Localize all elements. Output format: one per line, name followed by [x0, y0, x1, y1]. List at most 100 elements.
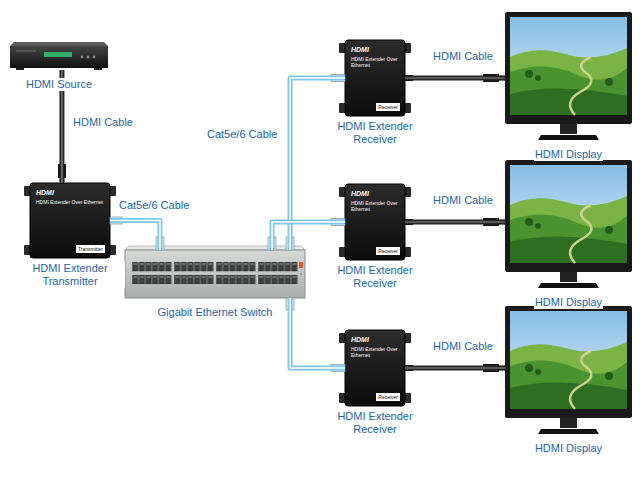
cable-label: Cat5e/6 Cable [206, 128, 278, 141]
cable-core [110, 221, 160, 251]
caption-holder: Gigabit Ethernet Switch [125, 302, 305, 320]
source-device: HDMI Source [10, 42, 108, 70]
receiver-box [339, 330, 411, 406]
device-caption: HDMI Display [534, 148, 603, 161]
player-foot [16, 68, 24, 70]
device-caption: HDMI Display [534, 442, 603, 455]
display-device: HDMI Display [505, 12, 632, 140]
extender-body [345, 184, 405, 260]
display-device: HDMI Display [505, 160, 632, 288]
cable-label: HDMI Cable [72, 116, 134, 129]
hdmi-logo: HDMI [36, 189, 54, 197]
hdmi-cable [405, 220, 505, 225]
device-caption: HDMI Display [534, 296, 603, 309]
device-caption: HDMI Extender Receiver [323, 410, 427, 436]
hdmi-cable [405, 76, 505, 81]
device-caption: Gigabit Ethernet Switch [157, 306, 274, 319]
transmitter-device: HDMI HDMI Extender Over EthernetTransmitt… [30, 183, 110, 258]
display-device: HDMI Display [505, 306, 632, 434]
port-group [174, 262, 214, 284]
device-caption: HDMI Extender Receiver [323, 120, 427, 146]
cable-core [405, 367, 505, 368]
model-text: HDMI Extender Over Ethernet [351, 200, 399, 212]
cable-core [272, 222, 345, 250]
receiver-box [339, 184, 411, 260]
switch-device: Gigabit Ethernet Switch [125, 250, 305, 298]
receiver-device: HDMIHDMI Extender Over EthernetReceiverH… [345, 184, 405, 260]
model-text: HDMI Extender Over Ethernet [351, 56, 399, 68]
ports [216, 262, 256, 284]
device-tag: Receiver [376, 247, 400, 255]
caption-holder: HDMI Display [500, 144, 637, 162]
device-tag: Transmitter [76, 245, 105, 253]
cat-cable [290, 298, 345, 368]
port-group [216, 262, 256, 284]
cable-label: HDMI Cable [432, 50, 494, 63]
dvd-player [10, 42, 108, 70]
extender-body [345, 40, 405, 116]
caption-holder: HDMI Extender Receiver [323, 120, 427, 147]
cable [405, 222, 505, 223]
cat-cable [110, 221, 160, 251]
cable-core [290, 298, 345, 368]
receiver-box [339, 40, 411, 116]
player-foot [94, 68, 102, 70]
ports [132, 262, 172, 284]
caption-holder: HDMI Extender Transmitter [15, 262, 125, 289]
monitor [505, 160, 632, 288]
hdmi-logo: HDMI [351, 46, 369, 54]
ports [258, 262, 298, 284]
disc-slot [16, 51, 36, 52]
receiver-device: HDMIHDMI Extender Over EthernetReceiverH… [345, 40, 405, 116]
player-button [81, 56, 84, 59]
caption-holder: HDMI Display [500, 438, 637, 456]
hdmi-cable [405, 366, 505, 371]
ports [174, 262, 214, 284]
device-caption: HDMI Source [25, 78, 93, 91]
cable-label: Cat5e/6 Cable [118, 199, 190, 212]
receiver-device: HDMIHDMI Extender Over EthernetReceiverH… [345, 330, 405, 406]
extender-body [345, 330, 405, 406]
switch-top [125, 246, 305, 250]
device-caption: HDMI Extender Transmitter [15, 262, 125, 288]
device-caption: HDMI Extender Receiver [323, 264, 427, 290]
model-text: HDMI Extender Over Ethernet [36, 199, 104, 205]
connectors [62, 70, 505, 368]
switch-badge [299, 262, 303, 268]
cable [290, 298, 345, 368]
player-button [87, 56, 90, 59]
transmitter-box [24, 183, 116, 258]
device-tag: Receiver [376, 393, 400, 401]
switch-led [300, 273, 302, 275]
caption-holder: HDMI Extender Receiver [323, 410, 427, 437]
cable-label: HDMI Cable [432, 340, 494, 353]
player-display [44, 52, 72, 57]
switch-front [125, 250, 305, 298]
monitor [505, 12, 632, 140]
ethernet-switch [125, 246, 305, 298]
port-group [132, 262, 172, 284]
caption-holder: HDMI Display [500, 292, 637, 310]
cable [110, 221, 160, 251]
cable-label: HDMI Cable [432, 194, 494, 207]
cable [272, 222, 345, 250]
player-front [10, 46, 108, 68]
cat-cable [272, 222, 345, 250]
port-group [258, 262, 298, 284]
cable-plugs [58, 74, 505, 372]
hdmi-logo: HDMI [351, 336, 369, 344]
monitor [505, 306, 632, 434]
cable-core [405, 77, 505, 78]
player-top [10, 42, 108, 46]
hdmi-logo: HDMI [351, 190, 369, 198]
caption-holder: HDMI Source [4, 74, 114, 92]
model-text: HDMI Extender Over Ethernet [351, 346, 399, 358]
player-button [93, 56, 96, 59]
cable [405, 368, 505, 369]
extender-body [30, 183, 110, 258]
cable-core [405, 221, 505, 222]
